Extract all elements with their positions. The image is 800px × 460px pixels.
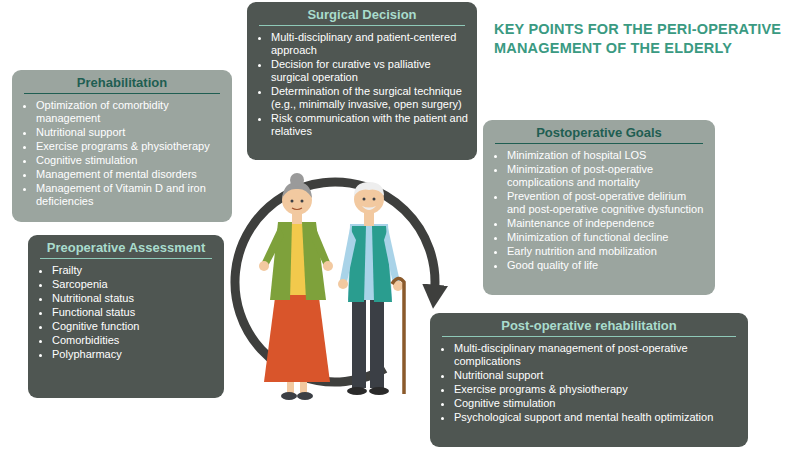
bullet-item: Multi-disciplinary and patient-centered …: [271, 31, 469, 57]
bullet-item: Minimization of functional decline: [507, 231, 707, 244]
bullet-item: Risk communication with the patient and …: [271, 112, 469, 138]
box-heading: Prehabilitation: [24, 74, 220, 94]
info-box: Surgical DecisionMulti-disciplinary and …: [247, 2, 477, 160]
bullet-item: Early nutrition and mobilization: [507, 245, 707, 258]
diagram-title: KEY POINTS FOR THE PERI-OPERATIVE MANAGE…: [494, 20, 784, 58]
info-box: PrehabilitationOptimization of comorbidi…: [12, 70, 232, 222]
bullet-item: Psychological support and mental health …: [454, 411, 740, 424]
box-heading: Preoperative Assessment: [40, 239, 212, 259]
bullet-item: Exercise programs & physiotherapy: [36, 140, 224, 153]
bullet-item: Cognitive stimulation: [454, 397, 740, 410]
elderly-woman: [259, 173, 333, 400]
bullet-item: Nutritional status: [52, 292, 216, 305]
bullet-item: Functional status: [52, 306, 216, 319]
bullet-item: Minimization of post-operative complicat…: [507, 163, 707, 189]
bullet-item: Exercise programs & physiotherapy: [454, 383, 740, 396]
bullet-list: Minimization of hospital LOSMinimization…: [491, 149, 707, 272]
bullet-item: Nutritional support: [36, 126, 224, 139]
box-heading: Post-operative rehabilitation: [442, 317, 736, 337]
bullet-item: Management of mental disorders: [36, 168, 224, 181]
bullet-item: Comorbidities: [52, 334, 216, 347]
bullet-item: Management of Vitamin D and iron deficie…: [36, 182, 224, 208]
bullet-item: Nutritional support: [454, 369, 740, 382]
bullet-item: Determination of the surgical technique …: [271, 85, 469, 111]
bullet-list: Multi-disciplinary and patient-centered …: [255, 31, 469, 138]
info-box: Post-operative rehabilitationMulti-disci…: [430, 313, 748, 447]
bullet-item: Multi-disciplinary management of post-op…: [454, 342, 740, 368]
info-box: Postoperative GoalsMinimization of hospi…: [483, 120, 715, 295]
bullet-item: Polypharmacy: [52, 348, 216, 361]
bullet-item: Frailty: [52, 264, 216, 277]
bullet-item: Cognitive stimulation: [36, 154, 224, 167]
bullet-item: Maintenance of independence: [507, 217, 707, 230]
bullet-item: Prevention of post-operative delirium an…: [507, 190, 707, 216]
elderly-man: [338, 182, 404, 395]
bullet-item: Optimization of comorbidity management: [36, 99, 224, 125]
bullet-list: Multi-disciplinary management of post-op…: [438, 342, 740, 424]
bullet-item: Minimization of hospital LOS: [507, 149, 707, 162]
bullet-item: Decision for curative vs palliative surg…: [271, 58, 469, 84]
box-heading: Postoperative Goals: [495, 124, 703, 144]
info-box: Preoperative AssessmentFrailtySarcopenia…: [28, 235, 224, 398]
box-heading: Surgical Decision: [259, 6, 465, 26]
bullet-item: Cognitive function: [52, 320, 216, 333]
bullet-list: FrailtySarcopeniaNutritional statusFunct…: [36, 264, 216, 361]
bullet-item: Good quality of life: [507, 259, 707, 272]
bullet-item: Sarcopenia: [52, 278, 216, 291]
bullet-list: Optimization of comorbidity managementNu…: [20, 99, 224, 208]
